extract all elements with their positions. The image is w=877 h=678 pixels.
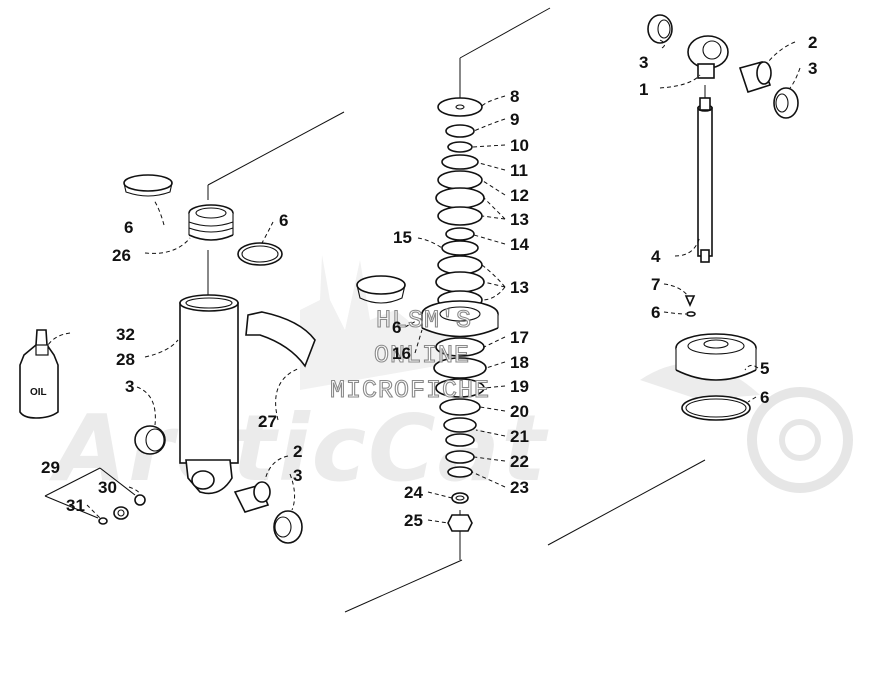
shaft-4 <box>697 97 713 263</box>
shock-body-28 <box>179 294 239 495</box>
shim-11 <box>441 154 479 170</box>
callout-2-right: 2 <box>808 33 817 52</box>
callout-16: 16 <box>392 344 411 363</box>
shim-21 <box>443 417 477 433</box>
shim-23 <box>447 466 473 478</box>
callout-3-right-top: 3 <box>639 53 648 72</box>
bushing-3-right <box>773 87 799 119</box>
callout-32: 32 <box>116 325 135 344</box>
callout-28: 28 <box>116 350 135 369</box>
right-shaft-assembly <box>647 14 799 421</box>
callout-6-center: 6 <box>392 318 401 337</box>
shim-13a <box>435 187 485 209</box>
shim-18 <box>433 357 487 379</box>
callout-9: 9 <box>510 110 519 129</box>
callout-3-left-lower: 3 <box>293 466 302 485</box>
o-ring-6-right <box>681 395 751 421</box>
callout-15: 15 <box>393 228 412 247</box>
shim-14 <box>445 227 475 241</box>
bushing-3-left-upper <box>134 425 166 455</box>
callout-30: 30 <box>98 478 117 497</box>
watermark-line-1: HLSM'S <box>376 306 472 335</box>
callout-24: 24 <box>404 483 423 502</box>
callout-29: 29 <box>41 458 60 477</box>
sleeve-2-right <box>738 61 772 94</box>
callout-18: 18 <box>510 353 529 372</box>
callout-6-left-top: 6 <box>124 218 133 237</box>
clip-7 <box>684 295 696 307</box>
eye-mount-1 <box>687 35 729 79</box>
sleeve-2-left <box>233 481 271 513</box>
callout-1: 1 <box>639 80 648 99</box>
o-ring-6-left <box>237 242 283 266</box>
piston-16 <box>421 300 499 338</box>
left-shock-body-assembly: OIL <box>19 174 316 544</box>
callout-19: 19 <box>510 377 529 396</box>
callout-6-right-ring: 6 <box>760 388 769 407</box>
callout-17: 17 <box>510 328 529 347</box>
callout-23: 23 <box>510 478 529 497</box>
callout-labels: 6 26 6 32 28 3 27 2 3 29 30 31 8 9 10 11… <box>41 33 817 530</box>
nut-25 <box>447 514 473 532</box>
callout-13-upper: 13 <box>510 210 529 229</box>
bushing-3-left-lower <box>273 510 303 544</box>
washer-24 <box>451 492 469 504</box>
callout-20: 20 <box>510 402 529 421</box>
callout-10: 10 <box>510 136 529 155</box>
callout-5: 5 <box>760 359 769 378</box>
watermark-text: HLSM'S ONLINE MICROFICHE <box>329 305 490 405</box>
band-ring-6-left <box>123 174 173 197</box>
callout-26: 26 <box>112 246 131 265</box>
callout-21: 21 <box>510 427 529 446</box>
oil-bottle-32: OIL <box>19 329 59 419</box>
callout-27: 27 <box>258 412 277 431</box>
piston-26 <box>188 204 234 241</box>
callout-4: 4 <box>651 247 661 266</box>
center-valve-stack <box>356 97 499 532</box>
watermark-line-3: MICROFICHE <box>330 376 490 405</box>
callout-6-left-right: 6 <box>279 211 288 230</box>
callout-3-right: 3 <box>808 59 817 78</box>
leader-lines <box>47 39 801 524</box>
callout-22: 22 <box>510 452 529 471</box>
shim-22 <box>445 450 475 464</box>
bushing-3-top-left <box>647 14 673 44</box>
shim-20 <box>439 398 481 416</box>
callout-6-right-small: 6 <box>651 303 660 322</box>
valve-parts-29-30-31 <box>44 467 146 525</box>
shim-13b <box>435 271 485 293</box>
seal-head-5 <box>675 333 757 381</box>
callout-13-lower: 13 <box>510 278 529 297</box>
callout-25: 25 <box>404 511 423 530</box>
ring-6-right-small <box>686 311 696 317</box>
shim-10 <box>447 141 473 153</box>
shim-15 <box>441 240 479 256</box>
callout-2-left: 2 <box>293 442 302 461</box>
callout-12: 12 <box>510 186 529 205</box>
oil-bottle-label: OIL <box>30 387 47 398</box>
washer-8 <box>437 97 483 117</box>
shim-9 <box>445 124 475 138</box>
watermark-logo: ArcticCat <box>49 255 853 502</box>
callout-8: 8 <box>510 87 519 106</box>
callout-14: 14 <box>510 235 529 254</box>
band-ring-6-center <box>356 275 406 304</box>
shim-12 <box>437 170 483 190</box>
watermark-line-2: ONLINE <box>374 341 470 370</box>
callout-3-left: 3 <box>125 377 134 396</box>
callout-31: 31 <box>66 496 85 515</box>
callout-11: 11 <box>510 161 528 180</box>
decal-27 <box>245 311 316 368</box>
callout-7: 7 <box>651 275 660 294</box>
